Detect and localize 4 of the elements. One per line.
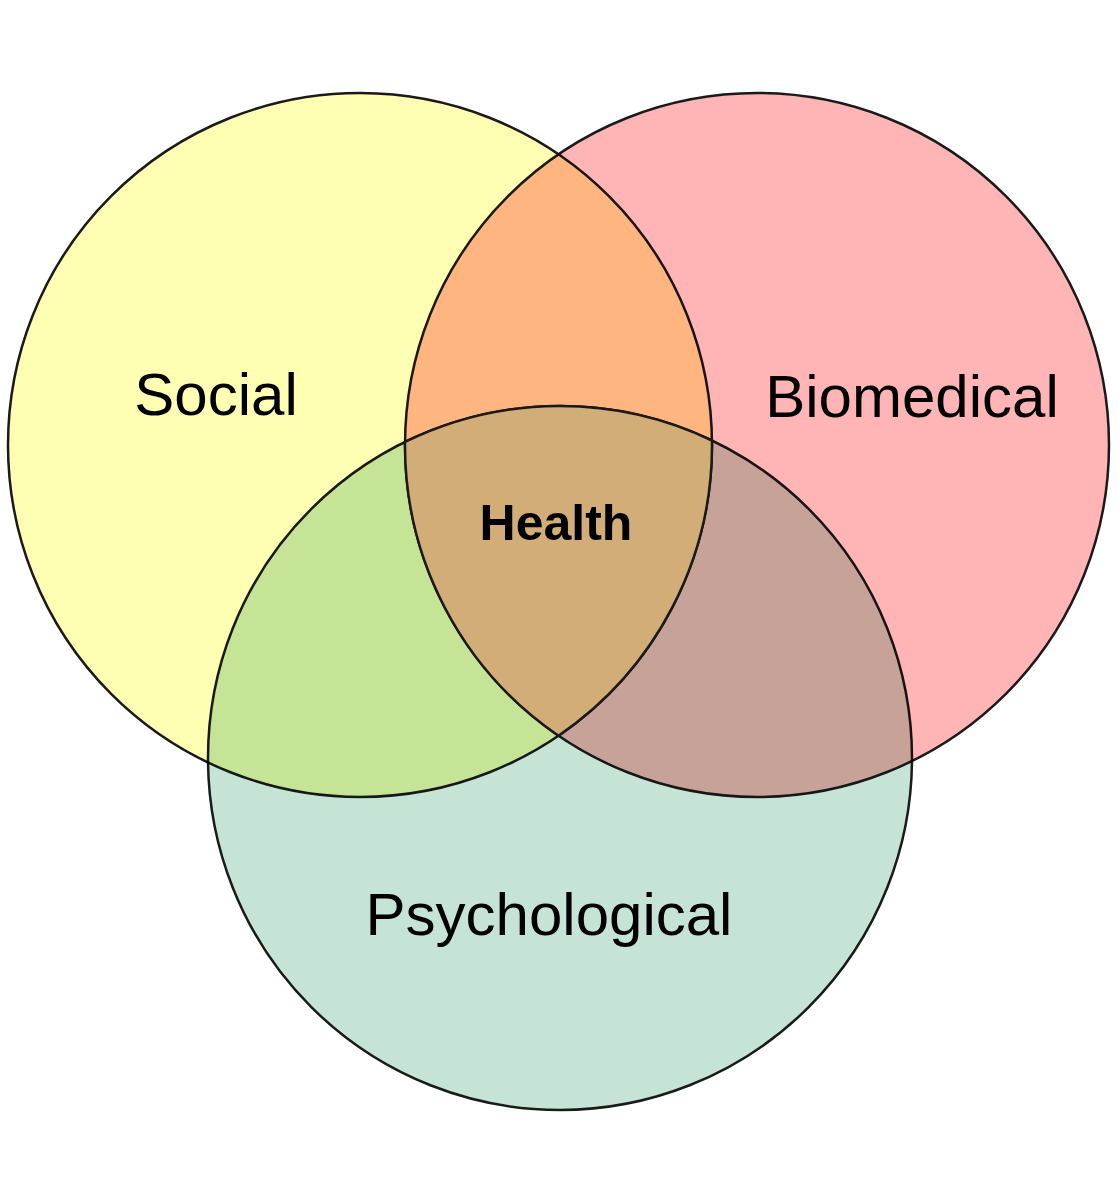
center-label: Health <box>479 498 633 548</box>
category-label: Biomedical <box>765 367 1059 427</box>
category-label: Social <box>134 365 298 425</box>
category-label: Psychological <box>365 885 733 945</box>
